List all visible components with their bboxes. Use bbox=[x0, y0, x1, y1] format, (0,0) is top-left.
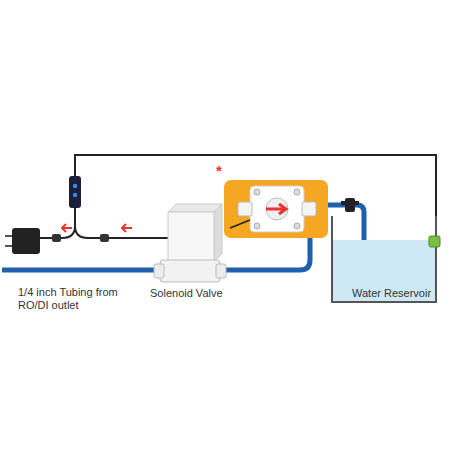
power-adapter bbox=[12, 228, 40, 254]
power-cable bbox=[40, 208, 168, 242]
callout-box bbox=[266, 204, 286, 214]
sensor-wire bbox=[75, 155, 436, 236]
callout-box bbox=[250, 186, 304, 232]
solenoid-valve bbox=[154, 204, 226, 282]
level-sensor bbox=[429, 236, 440, 247]
callout-box bbox=[302, 202, 316, 216]
callout-box bbox=[224, 180, 328, 238]
controller bbox=[73, 184, 77, 188]
power-cable bbox=[100, 234, 109, 242]
callout-box bbox=[254, 223, 260, 229]
solenoid-valve bbox=[168, 204, 222, 212]
flow-arrow bbox=[122, 224, 132, 232]
solenoid-valve bbox=[168, 212, 214, 262]
flow-arrow bbox=[62, 224, 72, 232]
part-label: Water Reservoir bbox=[352, 287, 446, 300]
callout-box bbox=[266, 198, 288, 220]
power-adapter bbox=[5, 228, 40, 254]
callout-box bbox=[238, 202, 252, 216]
solenoid-valve bbox=[154, 264, 164, 278]
controller bbox=[73, 193, 77, 197]
flow-arrow bbox=[62, 224, 132, 232]
controller bbox=[69, 176, 81, 208]
callout-box bbox=[224, 180, 328, 238]
callout-box bbox=[230, 220, 250, 228]
solenoid-valve bbox=[160, 260, 220, 282]
tubing bbox=[354, 205, 364, 240]
part-label: 1/4 inch Tubing from RO/DI outlet bbox=[18, 286, 138, 312]
tube-clamp bbox=[341, 201, 359, 205]
solenoid-valve bbox=[214, 204, 222, 262]
callout-box bbox=[294, 223, 300, 229]
tube-clamp bbox=[341, 198, 359, 212]
controller bbox=[69, 176, 81, 208]
power-cable bbox=[40, 208, 75, 238]
level-sensor bbox=[429, 236, 440, 247]
callout-box bbox=[294, 189, 300, 195]
callout-mark: * bbox=[216, 164, 236, 177]
callout-box bbox=[254, 189, 260, 195]
tubing bbox=[2, 268, 166, 273]
power-adapter bbox=[5, 236, 12, 246]
sensor-wire bbox=[75, 155, 436, 236]
part-label: Solenoid Valve bbox=[150, 287, 240, 300]
solenoid-valve bbox=[216, 264, 226, 278]
power-cable bbox=[52, 234, 61, 242]
